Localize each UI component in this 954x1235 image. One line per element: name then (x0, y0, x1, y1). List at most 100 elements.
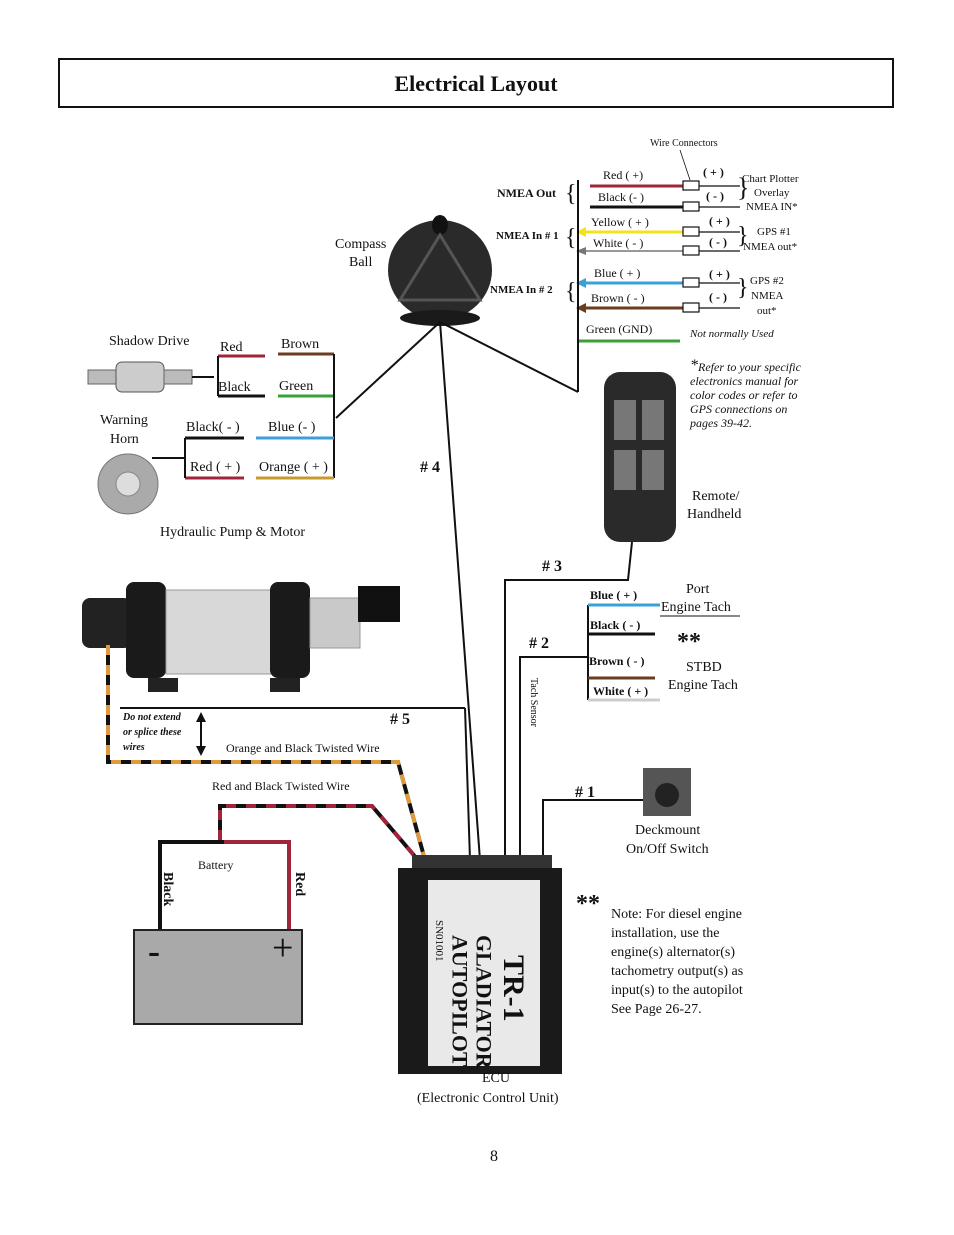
gps2-nmea-label: NMEA (751, 290, 784, 302)
deckmount-label-1: Deckmount (635, 823, 701, 838)
refer-line-3: color codes or refer to (690, 388, 798, 402)
title-box: Electrical Layout (58, 58, 894, 108)
horn-red-plus: Red ( + ) (190, 460, 241, 475)
remote-label-1: Remote/ (692, 489, 740, 504)
compass-label-1: Compass (335, 237, 387, 252)
horn-black-minus: Black( - ) (186, 420, 240, 435)
brace-in2: { (565, 279, 577, 305)
brace-gps1: } (737, 223, 749, 249)
refer-line-5: pages 39-42. (690, 416, 752, 430)
note-line-6: See Page 26-27. (611, 1002, 702, 1017)
shadow-black-label: Black (218, 380, 251, 395)
compass-ball-image (388, 215, 492, 326)
battery-label: Battery (198, 858, 234, 872)
ecu-face-title-1: TR-1 (497, 955, 530, 1022)
horn-label-1: Warning (100, 413, 148, 428)
orange-black-label: Orange and Black Twisted Wire (226, 741, 380, 755)
refer-line-2: electronics manual for (690, 374, 799, 388)
not-used-label: Not normally Used (690, 328, 774, 340)
nmea-out-label: NMEA Out (497, 186, 557, 200)
chart-plotter-label: Chart Plotter (742, 173, 799, 185)
gps2-minus: ( - ) (709, 290, 727, 304)
ecu-full-label: (Electronic Control Unit) (417, 1091, 559, 1106)
nmea-black-minus: Black (- ) (598, 190, 644, 204)
tach-blue-plus: Blue ( + ) (590, 588, 638, 602)
nmea-white-minus: White ( - ) (593, 236, 644, 250)
ecu-serial: SN01001 (433, 920, 446, 962)
nmea-wires (576, 180, 693, 392)
battery-plus: + (272, 927, 294, 969)
shadow-brown-label: Brown (281, 337, 320, 352)
note-line-3: engine(s) alternator(s) (611, 945, 735, 960)
refer-line-1: Refer to your specific (698, 360, 801, 374)
remote-label-2: Handheld (687, 507, 742, 522)
overlay-label: Overlay (754, 187, 790, 199)
tach-stars: ** (677, 629, 701, 655)
horn-blue-minus: Blue (- ) (268, 420, 316, 435)
shadow-drive-wires (217, 352, 335, 478)
shadow-green-label: Green (279, 379, 314, 394)
gps2-out-label: out* (757, 305, 777, 317)
nmea-green-gnd: Green (GND) (586, 322, 653, 336)
ecu-image (398, 855, 562, 1074)
shadow-drive-label: Shadow Drive (109, 334, 190, 349)
battery-red-label: Red (291, 872, 307, 897)
battery-black-label: Black (159, 872, 175, 907)
brace-chart: } (737, 173, 750, 202)
horn-wires (184, 436, 334, 480)
nmea-brown-minus: Brown ( - ) (591, 291, 645, 305)
horn-orange-plus: Orange ( + ) (259, 460, 328, 475)
note-stars: ** (576, 891, 600, 917)
nmea-blue-plus: Blue ( + ) (594, 266, 641, 280)
nmea-in-star-label: NMEA IN* (746, 201, 798, 213)
port-label-2: Engine Tach (661, 600, 731, 615)
horn-label-2: Horn (110, 432, 139, 447)
chart-plus: ( + ) (703, 165, 724, 179)
tach-wires (519, 603, 740, 860)
marker-2: # 2 (529, 635, 549, 652)
pump-twisted-wires (106, 645, 471, 861)
stbd-label-2: Engine Tach (668, 678, 738, 693)
page-title: Electrical Layout (394, 71, 558, 96)
gps1-out-label: NMEA out* (743, 241, 798, 253)
nmea-yellow-plus: Yellow ( + ) (591, 215, 649, 229)
brace-out: { (565, 181, 577, 207)
red-black-label: Red and Black Twisted Wire (212, 779, 350, 793)
battery-twisted-wires (218, 804, 420, 862)
compass-wires (335, 320, 579, 861)
tach-white-plus: White ( + ) (593, 684, 649, 698)
gps2-plus: ( + ) (709, 267, 730, 281)
gps1-minus: ( - ) (709, 235, 727, 249)
no-extend-1: Do not extend (123, 712, 181, 723)
battery-minus: - (148, 931, 160, 971)
remote-wire (504, 541, 633, 860)
page-number: 8 (490, 1148, 498, 1165)
deckmount-switch-image (542, 768, 691, 860)
marker-3: # 3 (542, 558, 562, 575)
ecu-face-title-3: AUTOPILOT (447, 935, 473, 1067)
gps2-label: GPS #2 (750, 275, 784, 287)
note-line-1: Note: For diesel engine (611, 907, 743, 922)
no-extend-2: or splice these (123, 727, 182, 738)
gps1-plus: ( + ) (709, 214, 730, 228)
marker-4: # 4 (420, 459, 440, 476)
refer-line-4: GPS connections on (690, 402, 788, 416)
shadow-red-label: Red (220, 340, 243, 355)
note-line-5: input(s) to the autopilot (611, 983, 743, 998)
wire-connectors (679, 149, 740, 313)
marker-5: # 5 (390, 711, 410, 728)
warning-horn-image (97, 453, 184, 515)
remote-handheld-image (604, 372, 676, 542)
nmea-red-plus: Red ( +) (603, 168, 644, 182)
stbd-label-1: STBD (686, 660, 722, 675)
brace-gps2: } (737, 275, 749, 301)
deckmount-label-2: On/Off Switch (626, 842, 709, 857)
gps1-label: GPS #1 (757, 226, 791, 238)
compass-label-2: Ball (349, 255, 373, 270)
note-line-2: installation, use the (611, 926, 720, 941)
tach-brown-minus: Brown ( - ) (589, 654, 645, 668)
pump-motor-image (82, 582, 400, 692)
pump-label: Hydraulic Pump & Motor (160, 525, 306, 540)
wire-connectors-label: Wire Connectors (650, 138, 718, 149)
